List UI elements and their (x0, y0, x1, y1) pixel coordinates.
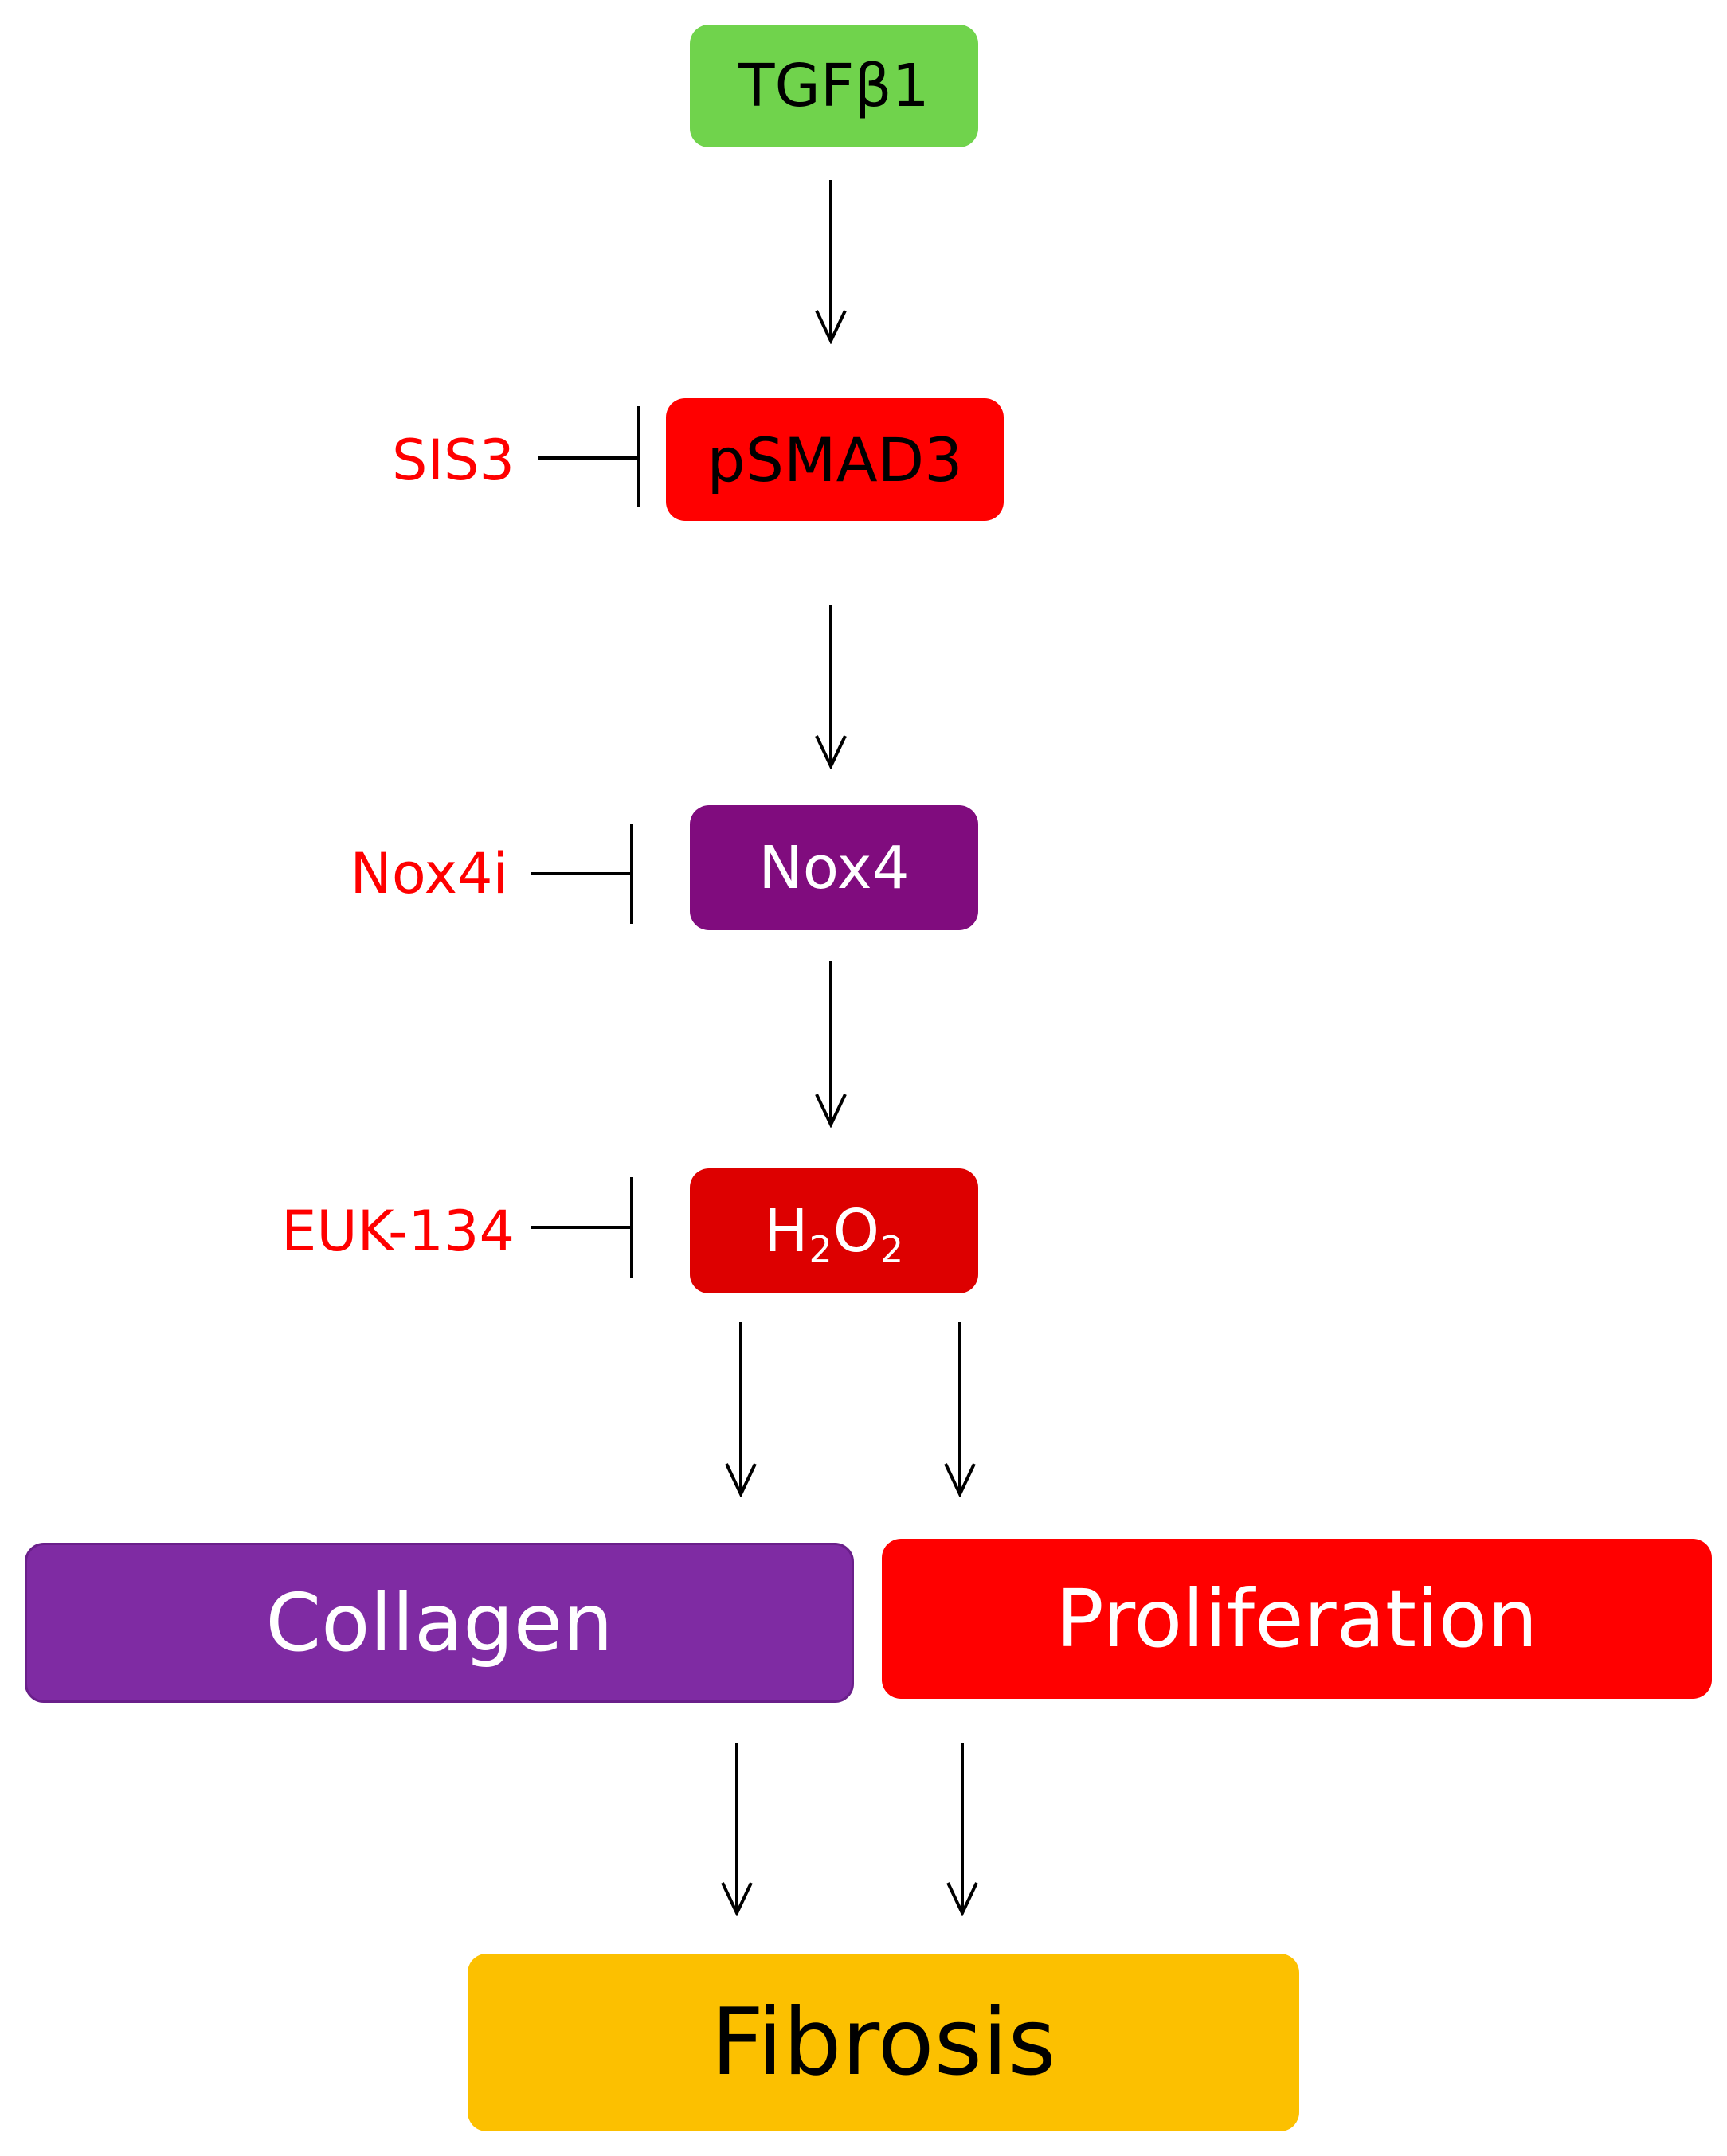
node-proliferation-label: Proliferation (1055, 1572, 1538, 1665)
node-psmad3-label: pSMAD3 (707, 424, 963, 495)
node-psmad3: pSMAD3 (666, 398, 1004, 521)
inhibitor-nox4i: Nox4i (350, 841, 508, 906)
node-proliferation: Proliferation (882, 1539, 1712, 1699)
inhibition-nox4i-nox4 (531, 824, 633, 924)
node-h2o2-label: H2O2 (763, 1196, 904, 1272)
node-collagen-label: Collagen (265, 1576, 613, 1669)
node-fibrosis-label: Fibrosis (711, 1989, 1056, 2096)
inhibition-euk134-h2o2 (531, 1177, 633, 1278)
node-nox4-label: Nox4 (758, 833, 910, 902)
node-h2o2: H2O2 (690, 1168, 978, 1293)
node-collagen: Collagen (25, 1543, 854, 1703)
node-nox4: Nox4 (690, 805, 978, 930)
inhibitor-euk134: EUK-134 (281, 1199, 515, 1264)
node-fibrosis: Fibrosis (468, 1954, 1299, 2131)
inhibition-sis3-psmad3 (538, 406, 640, 507)
node-tgfb1-label: TGFβ1 (738, 52, 930, 120)
node-tgfb1: TGFβ1 (690, 25, 978, 147)
inhibitor-sis3: SIS3 (391, 428, 515, 493)
